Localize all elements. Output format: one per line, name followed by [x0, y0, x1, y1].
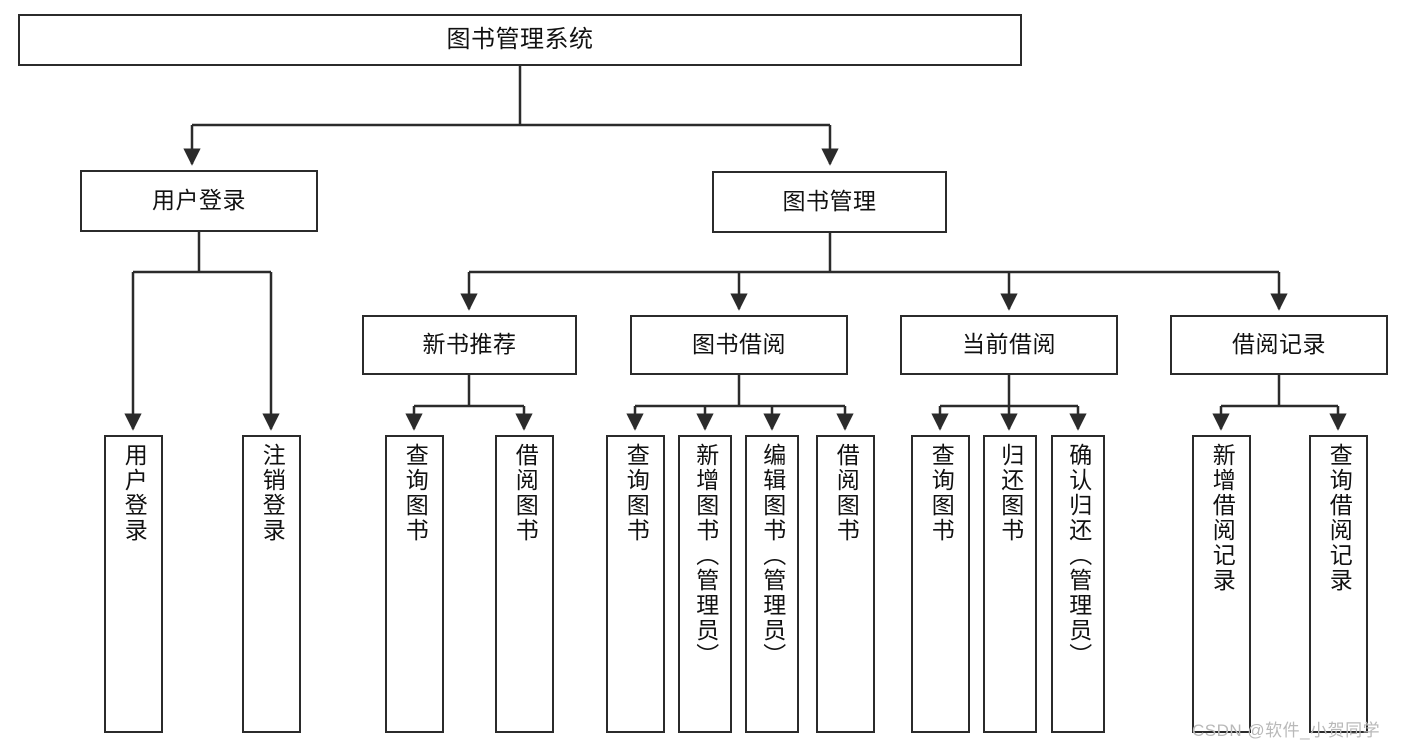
leaf-user-login-signout[interactable]: 注销登录 [242, 435, 301, 733]
leaf-label: 确认归还（管理员） [1065, 443, 1092, 668]
node-new-book-recommend[interactable]: 新书推荐 [362, 315, 577, 375]
node-new-book-recommend-label: 新书推荐 [422, 331, 517, 358]
leaf-label: 查询图书 [928, 443, 955, 543]
leaf-new-book-borrow[interactable]: 借阅图书 [495, 435, 554, 733]
node-root[interactable]: 图书管理系统 [18, 14, 1022, 66]
node-root-label: 图书管理系统 [446, 25, 594, 53]
node-user-login[interactable]: 用户登录 [80, 170, 318, 232]
leaf-user-login-signin[interactable]: 用户登录 [104, 435, 163, 733]
watermark-text: CSDN @软件_小贺同学 [1192, 721, 1381, 740]
leaf-label: 归还图书 [997, 443, 1024, 543]
leaf-label: 查询图书 [623, 443, 650, 543]
leaf-label: 新增图书（管理员） [692, 443, 719, 668]
leaf-book-borrow-edit[interactable]: 编辑图书（管理员） [745, 435, 799, 733]
leaf-label: 借阅图书 [512, 443, 539, 543]
node-borrow-record[interactable]: 借阅记录 [1170, 315, 1388, 375]
node-user-login-label: 用户登录 [152, 187, 246, 214]
leaf-label: 用户登录 [121, 443, 148, 543]
leaf-current-borrow-return[interactable]: 归还图书 [983, 435, 1037, 733]
node-book-management-label: 图书管理 [782, 188, 877, 215]
leaf-current-borrow-query[interactable]: 查询图书 [911, 435, 970, 733]
leaf-label: 查询图书 [402, 443, 429, 543]
node-book-management[interactable]: 图书管理 [712, 171, 947, 233]
leaf-current-borrow-confirm[interactable]: 确认归还（管理员） [1051, 435, 1105, 733]
leaf-borrow-record-query[interactable]: 查询借阅记录 [1309, 435, 1368, 733]
leaf-label: 查询借阅记录 [1326, 443, 1353, 593]
node-borrow-record-label: 借阅记录 [1232, 331, 1326, 358]
leaf-label: 编辑图书（管理员） [759, 443, 786, 668]
leaf-book-borrow-add[interactable]: 新增图书（管理员） [678, 435, 732, 733]
leaf-borrow-record-add[interactable]: 新增借阅记录 [1192, 435, 1251, 733]
node-current-borrow-label: 当前借阅 [962, 331, 1056, 358]
leaf-book-borrow-lend[interactable]: 借阅图书 [816, 435, 875, 733]
node-book-borrow-label: 图书借阅 [692, 331, 786, 358]
leaf-new-book-query[interactable]: 查询图书 [385, 435, 444, 733]
leaf-label: 借阅图书 [833, 443, 860, 543]
leaf-label: 新增借阅记录 [1209, 443, 1236, 593]
leaf-label: 注销登录 [259, 443, 286, 543]
leaf-book-borrow-query[interactable]: 查询图书 [606, 435, 665, 733]
node-book-borrow[interactable]: 图书借阅 [630, 315, 848, 375]
node-current-borrow[interactable]: 当前借阅 [900, 315, 1118, 375]
